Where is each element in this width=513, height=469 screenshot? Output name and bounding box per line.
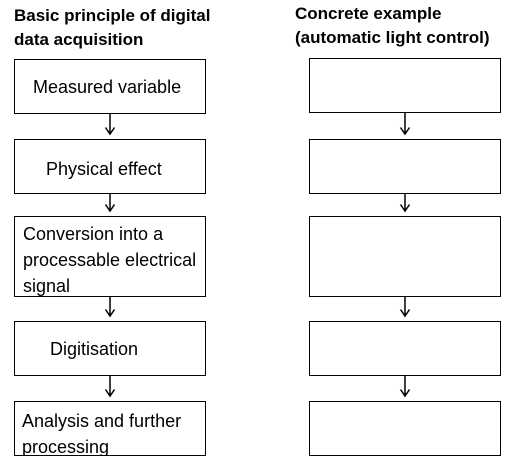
principle-step-label: Analysis and further processing	[22, 411, 182, 456]
down-arrow-icon	[104, 376, 116, 398]
down-arrow-icon	[399, 113, 411, 136]
principle-step-box: Conversion into a processable electrical…	[14, 216, 206, 297]
left-column-heading: Basic principle of digital data acquisit…	[14, 6, 211, 49]
example-step-box	[309, 401, 501, 456]
down-arrow-icon	[104, 194, 116, 213]
principle-step-label: Measured variable	[33, 77, 182, 97]
principle-step-label: Digitisation	[50, 339, 139, 359]
principle-step-box: Measured variable	[14, 59, 206, 114]
down-arrow-icon	[399, 297, 411, 318]
principle-step-label: Conversion into a processable electrical…	[23, 224, 197, 296]
principle-step-box: Physical effect	[14, 139, 206, 194]
example-step-box	[309, 139, 501, 194]
down-arrow-icon	[399, 194, 411, 213]
principle-step-label: Physical effect	[46, 159, 162, 179]
down-arrow-icon	[104, 297, 116, 318]
example-step-box	[309, 58, 501, 113]
right-column-heading: Concrete example (automatic light contro…	[295, 4, 490, 47]
example-step-box	[309, 216, 501, 297]
down-arrow-icon	[399, 376, 411, 398]
principle-step-box: Digitisation	[14, 321, 206, 376]
principle-step-box: Analysis and further processing	[14, 401, 206, 456]
example-step-box	[309, 321, 501, 376]
down-arrow-icon	[104, 114, 116, 136]
